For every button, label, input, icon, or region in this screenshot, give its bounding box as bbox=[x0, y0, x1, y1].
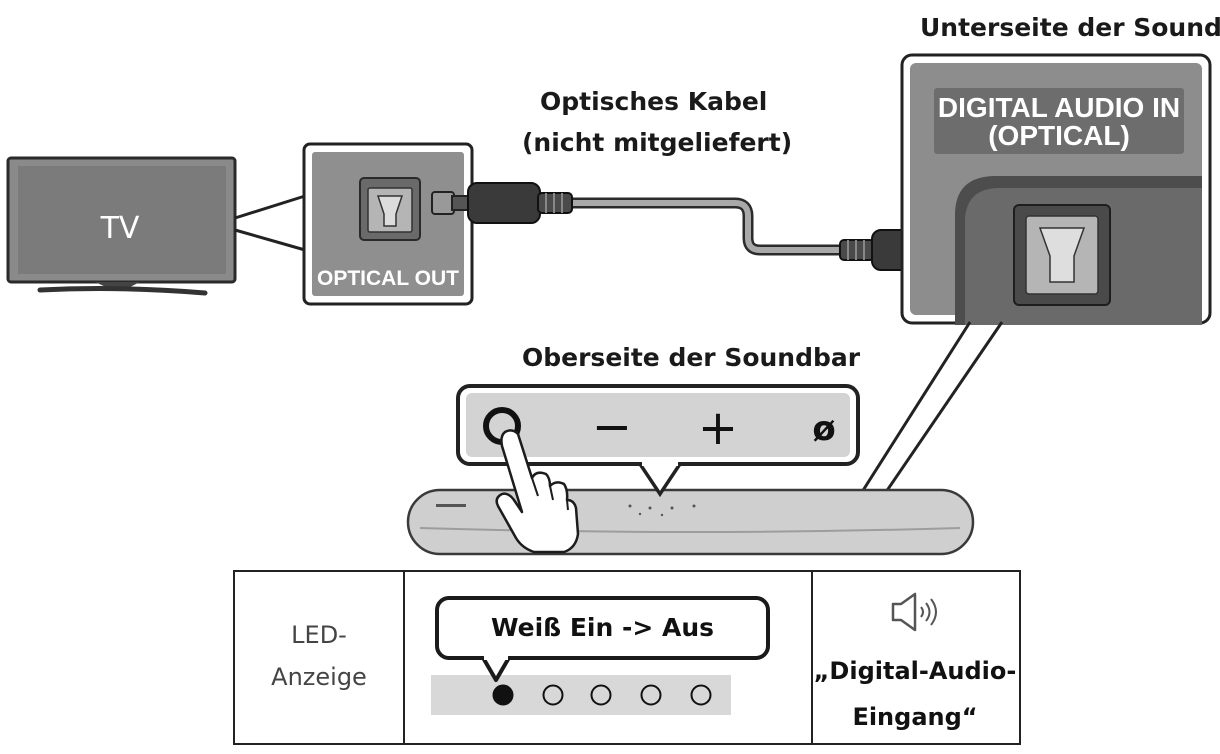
soundbar-icon bbox=[406, 488, 975, 556]
tv-callout-pointer bbox=[234, 194, 306, 252]
soundbar-callout-pointer bbox=[860, 321, 1004, 493]
optical-out-label: OPTICAL OUT bbox=[317, 267, 459, 290]
led-row bbox=[431, 675, 731, 715]
digital-audio-in-label: DIGITAL AUDIO IN bbox=[938, 92, 1180, 123]
led-indicator-label: LED- Anzeige bbox=[235, 614, 403, 698]
volume-up-button[interactable]: + bbox=[698, 400, 738, 456]
bottom-side-caption: Unterseite der Soundbar bbox=[920, 13, 1220, 42]
speaker-icon bbox=[811, 590, 1019, 638]
cable-caption: Optisches Kabel bbox=[540, 87, 768, 116]
led-light bbox=[590, 684, 612, 706]
bubble-pointer bbox=[480, 656, 512, 682]
optical-cable bbox=[570, 197, 842, 256]
led-status-bubble: Weiß Ein -> Aus bbox=[435, 596, 770, 660]
table-divider bbox=[403, 572, 405, 743]
volume-down-button[interactable]: − bbox=[592, 399, 632, 455]
input-mode-label: „Digital-Audio- Eingang“ bbox=[811, 648, 1019, 740]
optical-plug-left-icon bbox=[431, 182, 573, 224]
led-light bbox=[492, 684, 514, 706]
cable-subcaption: (nicht mitgeliefert) bbox=[522, 128, 793, 157]
tv-label: TV bbox=[100, 211, 140, 246]
pointing-hand-icon bbox=[495, 429, 580, 554]
led-status-table: LED- Anzeige „Digital-Audio- Eingang“ bbox=[233, 570, 1021, 745]
top-control-panel bbox=[456, 384, 860, 498]
input-mode-line1: „Digital-Audio- bbox=[813, 657, 1017, 685]
led-light bbox=[640, 684, 662, 706]
optical-out-port-icon bbox=[359, 177, 421, 241]
input-mode-line2: Eingang“ bbox=[852, 703, 978, 731]
tv-icon bbox=[6, 156, 237, 296]
led-light bbox=[690, 684, 712, 706]
top-side-caption: Oberseite der Soundbar bbox=[522, 343, 861, 372]
digital-audio-in-port-icon bbox=[1013, 204, 1111, 306]
led-light bbox=[542, 684, 564, 706]
digital-audio-in-sublabel: (OPTICAL) bbox=[988, 120, 1130, 151]
mute-button[interactable]: ø bbox=[812, 409, 835, 449]
table-divider bbox=[811, 572, 813, 743]
led-label-line2: Anzeige bbox=[271, 663, 367, 691]
led-label-line1: LED- bbox=[291, 621, 347, 649]
